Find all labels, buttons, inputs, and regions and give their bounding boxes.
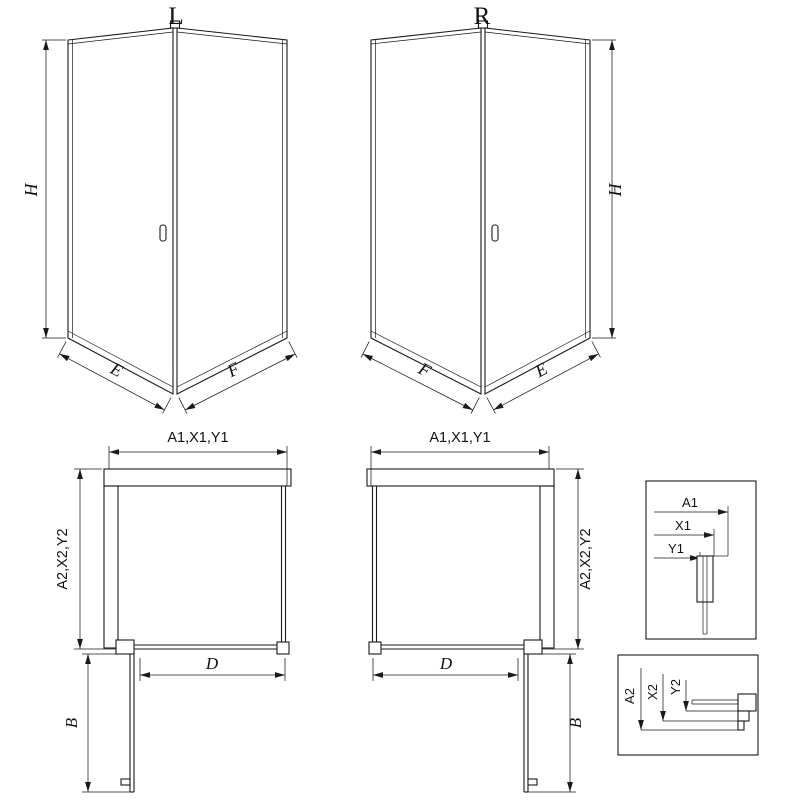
detail-a2-label: A2 <box>622 688 637 704</box>
height-label-right: H <box>605 183 625 198</box>
threshold-profile-foot <box>737 720 745 731</box>
depth-dims-label-left: A2,X2,Y2 <box>55 528 71 589</box>
detail-a1-label: A1 <box>682 495 698 510</box>
threshold-profile-step <box>737 710 750 722</box>
threshold-profile-body <box>737 693 757 712</box>
depth-dims-label-right: A2,X2,Y2 <box>578 528 594 589</box>
detail-frame-bottom <box>617 654 759 756</box>
opening-width-label-left: D <box>205 654 219 673</box>
detail-box-threshold-profile <box>617 654 759 756</box>
front-dims-label-left: A1,X1,Y1 <box>167 430 228 446</box>
door-width-label-right: B <box>566 717 585 728</box>
detail-x2-label: X2 <box>645 684 660 700</box>
variant-label-right: R <box>474 3 491 30</box>
front-dims-label-right: A1,X1,Y1 <box>429 430 490 446</box>
variant-label-left: L <box>168 3 183 30</box>
door-width-label-left: B <box>62 717 81 728</box>
detail-x1-label: X1 <box>675 518 691 533</box>
opening-width-label-right: D <box>439 654 453 673</box>
height-label-left: H <box>21 183 41 198</box>
wall-profile-section <box>696 555 714 603</box>
detail-y1-label: Y1 <box>668 541 684 556</box>
detail-box-wall-profile <box>645 480 757 640</box>
detail-y2-label: Y2 <box>668 679 683 695</box>
